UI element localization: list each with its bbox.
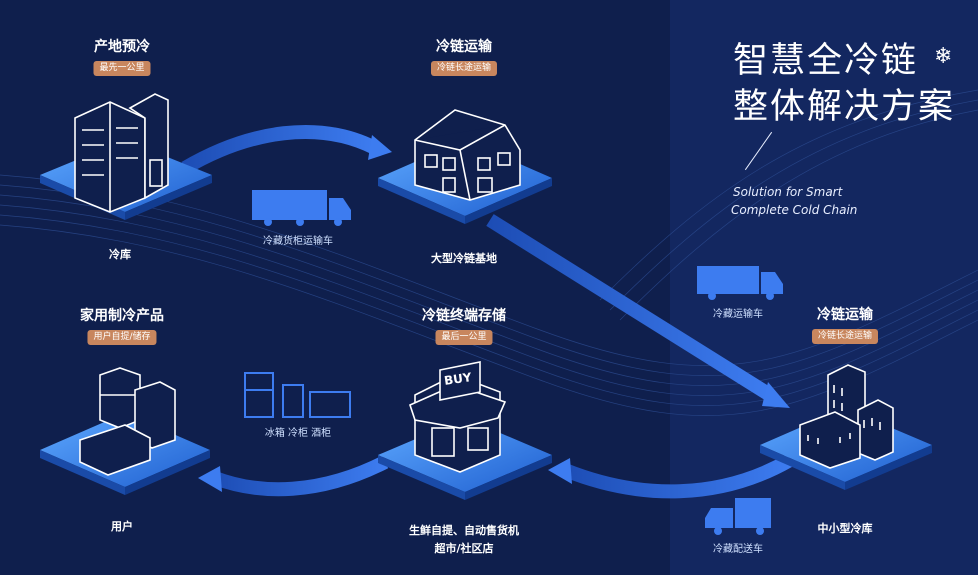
shop-store-icon xyxy=(409,361,507,473)
origin-title: 产地预冷 xyxy=(94,39,150,55)
base-title: 冷链运输 xyxy=(436,39,492,55)
base-label: 大型冷链基地 xyxy=(431,252,497,265)
arrow-head-1 xyxy=(368,135,392,160)
arrow-terminal-to-home xyxy=(212,455,389,497)
arrow-head-4 xyxy=(198,466,222,492)
cold-storage-building-icon xyxy=(74,93,169,213)
truck2-caption: 冷藏运输车 xyxy=(713,309,763,320)
truck1-caption: 冷藏货柜运输车 xyxy=(263,236,333,247)
snowflake-icon: ❄ xyxy=(934,44,953,69)
truck3-caption: 冷藏配送车 xyxy=(713,544,763,555)
medium-title: 冷链运输 xyxy=(817,307,873,323)
refrigerated-container-truck-icon xyxy=(252,190,351,226)
hero-subtitle: Solution for Smart Complete Cold Chain xyxy=(731,183,857,219)
hero-title: 智慧全冷链 整体解决方案 xyxy=(733,38,955,130)
terminal-badge: 最后一公里 xyxy=(435,330,493,345)
arrow-medium-to-terminal xyxy=(562,453,794,499)
medium-label: 中小型冷库 xyxy=(817,522,873,535)
base-badge: 冷链长途运输 xyxy=(430,61,498,76)
arrow-base-to-medium xyxy=(486,214,774,401)
city-buildings-icon xyxy=(799,364,894,469)
delivery-truck-icon xyxy=(705,498,771,535)
arrow-head-3 xyxy=(548,458,572,484)
hero-title-line1: 智慧全冷链 xyxy=(733,41,919,81)
hero-subtitle-line1: Solution for Smart xyxy=(733,185,843,199)
arrow-head-2 xyxy=(762,382,790,408)
origin-label: 冷库 xyxy=(109,248,131,261)
terminal-title: 冷链终端存储 xyxy=(422,308,506,324)
flow-arrows xyxy=(181,125,794,499)
medium-badge: 冷链长途运输 xyxy=(811,329,879,344)
hero-subtitle-line2: Complete Cold Chain xyxy=(731,203,858,217)
warehouse-house-icon xyxy=(414,109,521,201)
home-title: 家用制冷产品 xyxy=(80,308,164,324)
wave-lines xyxy=(0,89,978,416)
appliances-caption: 冰箱 冷柜 酒柜 xyxy=(264,428,332,439)
fridge-freezer-wine-icon xyxy=(244,372,351,418)
home-badge: 用户自提/储存 xyxy=(87,330,157,345)
terminal-label-2: 超市/社区店 xyxy=(434,542,494,555)
origin-badge: 最先一公里 xyxy=(93,61,151,76)
refrigerated-truck-icon xyxy=(697,266,783,300)
home-label: 用户 xyxy=(111,520,133,533)
hero-title-line2: 整体解决方案 xyxy=(733,87,956,127)
terminal-label-1: 生鲜自提、自动售货机 xyxy=(409,524,519,537)
arrow-origin-to-base xyxy=(181,125,379,175)
home-appliances-icon xyxy=(79,367,176,476)
